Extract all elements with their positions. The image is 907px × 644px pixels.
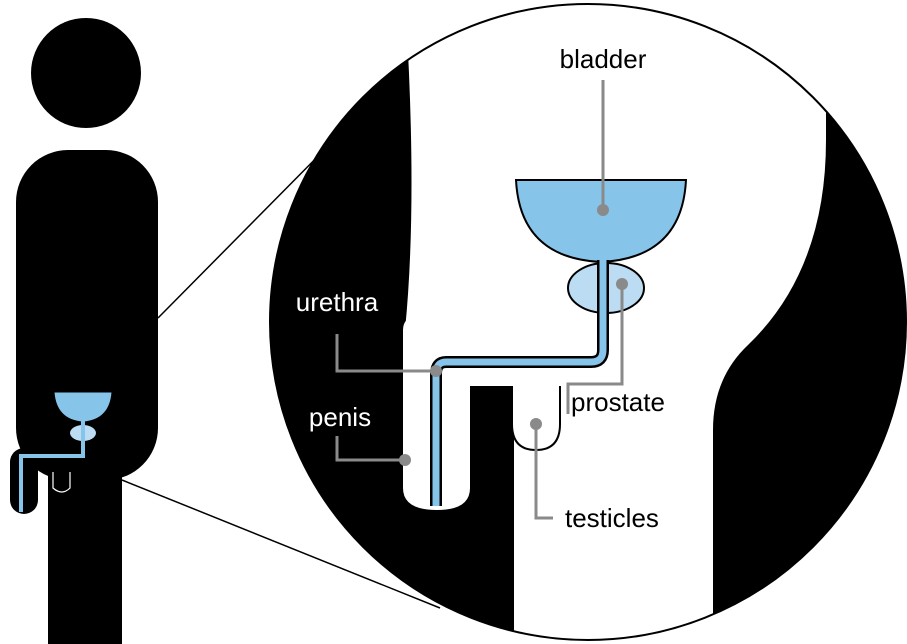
prostate-dot [616,278,628,290]
urethra-dot [430,365,442,377]
bladder-dot [597,204,609,216]
label-bladder: bladder [560,44,647,74]
person-silhouette [10,18,158,644]
label-testicles: testicles [565,503,659,533]
penis-dot [399,454,411,466]
magnified-view [260,0,907,644]
testicles-dot [530,418,542,430]
person-legs [48,440,122,644]
label-penis: penis [309,402,371,432]
person-head [31,18,141,128]
label-urethra: urethra [296,287,379,317]
label-prostate: prostate [571,387,665,417]
